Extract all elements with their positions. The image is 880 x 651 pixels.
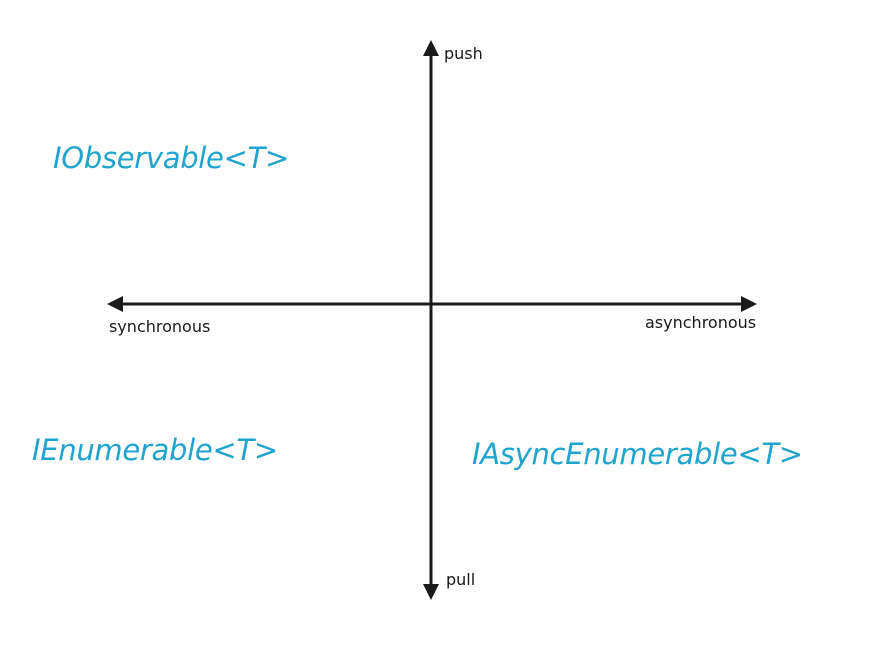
asynchronous-label: asynchronous xyxy=(645,313,757,332)
iasyncenumerable-label: IAsyncEnumerable<T> xyxy=(472,437,803,471)
ienumerable-label: IEnumerable<T> xyxy=(32,433,278,467)
push-label: push xyxy=(444,44,483,63)
top-arrowhead xyxy=(423,40,439,56)
iobservable-label: IObservable<T> xyxy=(53,141,290,175)
pull-label: pull xyxy=(446,570,476,589)
right-arrowhead xyxy=(741,296,757,312)
synchronous-label: synchronous xyxy=(109,317,211,336)
bottom-arrowhead xyxy=(423,584,439,600)
left-arrowhead xyxy=(107,296,123,312)
